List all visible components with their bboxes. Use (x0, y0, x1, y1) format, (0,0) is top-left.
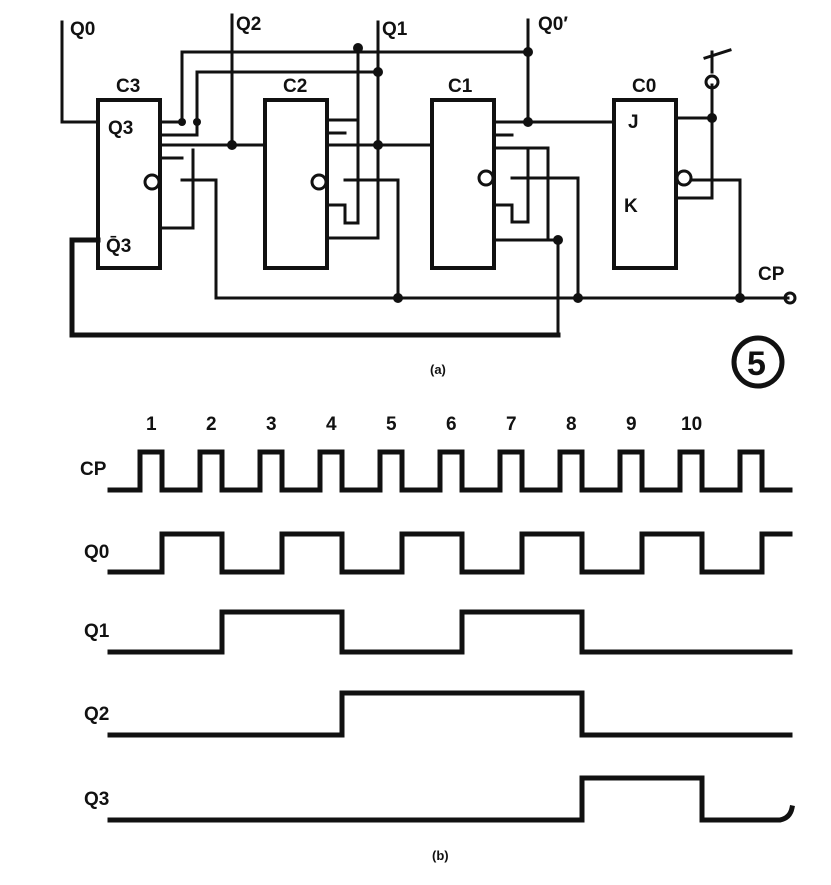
waveform-cp (107, 449, 793, 493)
pulse-number-1: 1 (146, 414, 157, 435)
figure-number: 5 (747, 345, 766, 383)
output-label-q2: Q2 (236, 14, 261, 35)
circuit-caption: (a) (430, 362, 446, 377)
pulse-number-5: 5 (386, 414, 397, 435)
block-label-c1: C1 (448, 76, 473, 97)
pin-label-q3bar: Q̄3 (106, 236, 131, 257)
signal-label-q0: Q0 (84, 542, 109, 563)
block-label-c3: C3 (116, 76, 140, 97)
junction-dots (178, 43, 745, 303)
output-label-q0prime: Q0′ (538, 14, 568, 35)
pulse-number-8: 8 (566, 414, 577, 435)
pulse-number-6: 6 (446, 414, 457, 435)
pin-label-q3: Q3 (108, 118, 133, 139)
signal-label-column: CP Q0 Q1 Q2 Q3 (80, 459, 110, 810)
output-label-q1: Q1 (382, 19, 408, 40)
pin-label-k: K (624, 196, 638, 217)
clock-input-label: CP (758, 264, 785, 285)
pulse-number-4: 4 (326, 414, 337, 435)
pin-label-j: J (628, 112, 639, 133)
pulse-number-7: 7 (506, 414, 517, 435)
waveform-q0 (107, 531, 793, 575)
pulse-number-3: 3 (266, 414, 277, 435)
pulse-number-10: 10 (681, 414, 702, 435)
block-label-c0: C0 (632, 76, 656, 97)
pulse-number-9: 9 (626, 414, 637, 435)
output-label-q0: Q0 (70, 19, 95, 40)
pulse-number-row: 1 2 3 4 5 6 7 8 9 10 (146, 414, 702, 435)
waveform-q1 (107, 609, 793, 655)
figure-number-badge: 5 (731, 335, 785, 389)
timing-caption: (b) (432, 848, 449, 863)
waveform-q2 (107, 690, 793, 738)
signal-label-q3: Q3 (84, 789, 109, 810)
signal-label-q1: Q1 (84, 621, 110, 642)
flipflop-c0 (612, 98, 678, 270)
block-label-c2: C2 (283, 76, 307, 97)
circuit-diagram: C3 C2 C1 C0 Q3 Q̄3 J K Q0 Q2 Q1 Q0′ CP (60, 13, 797, 377)
waveform-q3 (107, 775, 795, 823)
flipflop-c1 (430, 98, 496, 270)
pulse-number-2: 2 (206, 414, 217, 435)
timing-diagram: 1 2 3 4 5 6 7 8 9 10 CP Q0 Q1 Q2 Q3 (b) (80, 414, 795, 863)
signal-label-cp: CP (80, 459, 107, 480)
signal-label-q2: Q2 (84, 704, 109, 725)
